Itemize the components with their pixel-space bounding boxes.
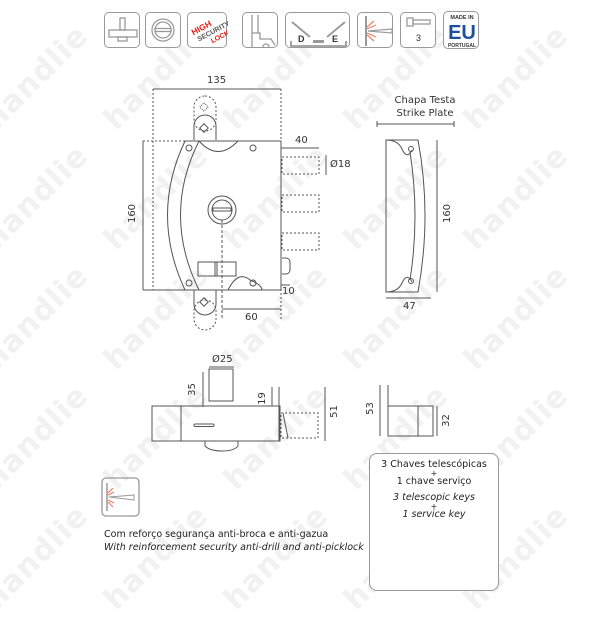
handing-icon: D E: [285, 12, 350, 48]
drill-spark-marks: [107, 487, 115, 508]
dim-width: 135: [207, 75, 227, 86]
high-security-lock-badge: HIGH SECURITY LOCK: [187, 12, 228, 48]
strike-plate-title-en: Strike Plate: [396, 108, 454, 119]
dim-bolt-projection: 40: [295, 135, 308, 146]
surface-mount-icon: [104, 12, 140, 48]
strike-plate-title-pt: Chapa Testa: [394, 95, 456, 106]
dim-cylinder-height: 35: [186, 383, 198, 396]
dim-side-depth: 32: [440, 414, 452, 427]
keys-line2-en: 1 service key: [402, 509, 466, 520]
dim-depth: 51: [328, 405, 340, 418]
handing-right-label: E: [332, 34, 338, 44]
dim-cylinder-diameter: Ø25: [212, 354, 233, 365]
dim-side-height: 53: [364, 402, 376, 415]
door-side-icon: [242, 12, 278, 48]
bolts-count: 3: [416, 33, 421, 43]
feature-caption-en: With reinforcement security anti-drill a…: [104, 542, 364, 553]
keys-line1-en: 3 telescopic keys: [393, 492, 475, 503]
dim-height: 160: [127, 203, 139, 224]
made-in-eu-badge: MADE IN EU PORTUGAL: [443, 11, 479, 49]
eu-label: EU: [448, 22, 476, 44]
keys-line1-pt: 3 Chaves telescópicas: [381, 459, 487, 470]
dim-front-offset: 19: [256, 392, 268, 405]
dim-bolt-diameter: Ø18: [330, 159, 351, 170]
dim-backset: 60: [245, 312, 258, 323]
keys-plus-1: +: [430, 469, 438, 478]
portugal-label: PORTUGAL: [448, 43, 476, 49]
cylinder-icon: [145, 12, 181, 48]
anti-drill-icon: [357, 12, 393, 48]
feature-caption-pt: Com reforço segurança anti-broca e anti-…: [104, 529, 329, 540]
dim-latch-projection: 10: [282, 286, 295, 297]
bolts-count-icon: 3: [400, 12, 436, 48]
made-in-label: MADE IN: [450, 15, 473, 21]
strike-plate-width: 47: [403, 301, 416, 312]
keys-line2-pt: 1 chave serviço: [396, 476, 472, 487]
keys-plus-2: +: [430, 502, 438, 511]
handing-left-label: D: [298, 34, 305, 44]
keys-info-box: 3 Chaves telescópicas + 1 chave serviço …: [369, 453, 499, 591]
strike-plate-height: 160: [442, 203, 454, 224]
technical-drawing: [101, 88, 474, 581]
